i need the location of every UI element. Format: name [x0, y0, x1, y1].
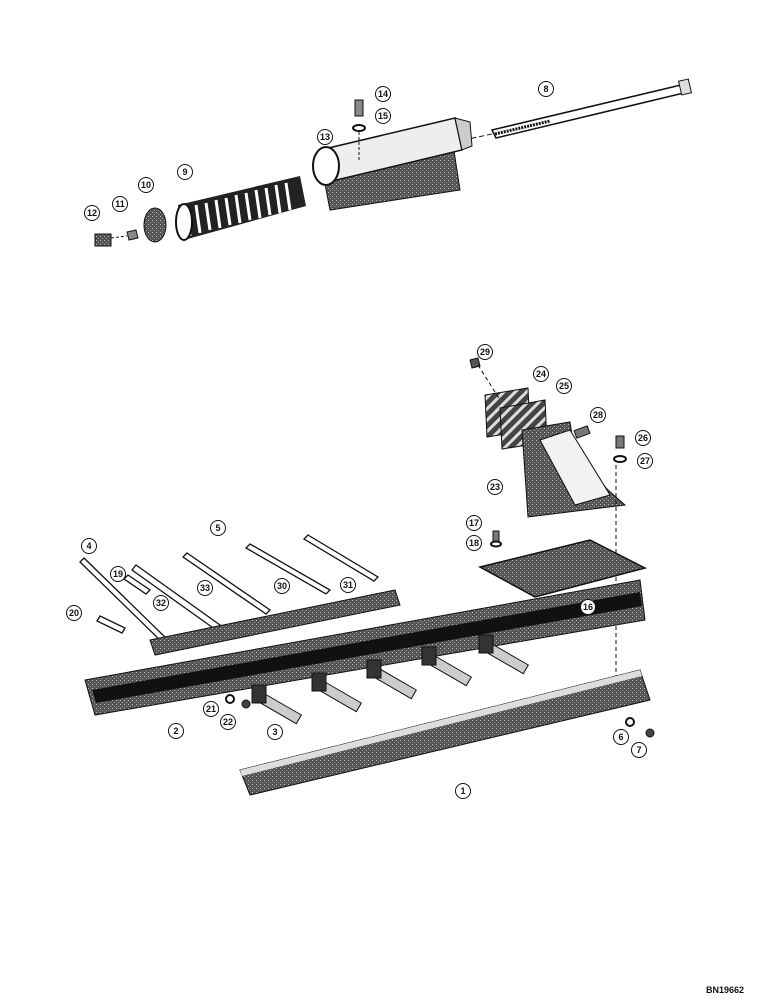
callout-33: 33: [197, 580, 213, 596]
recoil-spring: [175, 176, 306, 241]
callout-11: 11: [112, 196, 128, 212]
spacer-tubes: [251, 634, 529, 725]
callout-1: 1: [455, 783, 471, 799]
callout-15: 15: [375, 108, 391, 124]
callout-24: 24: [533, 366, 549, 382]
callout-31: 31: [340, 577, 356, 593]
callout-12: 12: [84, 205, 100, 221]
callout-13: 13: [317, 129, 333, 145]
callout-6: 6: [613, 729, 629, 745]
callout-14: 14: [375, 86, 391, 102]
mounting-plate: [477, 530, 648, 598]
callout-32: 32: [153, 595, 169, 611]
callout-8: 8: [538, 81, 554, 97]
callout-21: 21: [203, 701, 219, 717]
callout-23: 23: [487, 479, 503, 495]
callout-16: 16: [580, 599, 596, 615]
recoil-tube: [312, 117, 473, 211]
callout-5: 5: [210, 520, 226, 536]
callout-28: 28: [590, 407, 606, 423]
callout-25: 25: [556, 378, 572, 394]
callout-30: 30: [274, 578, 290, 594]
long-bolts: [79, 534, 380, 645]
callout-2: 2: [168, 723, 184, 739]
guide-bracket: [469, 357, 627, 690]
callout-7: 7: [631, 742, 647, 758]
callout-26: 26: [635, 430, 651, 446]
callout-3: 3: [267, 724, 283, 740]
adjusting-rod: [439, 78, 693, 146]
callout-20: 20: [66, 605, 82, 621]
callout-9: 9: [177, 164, 193, 180]
spring-seat-nuts: [94, 207, 167, 247]
frame-rail-outer: [225, 669, 655, 796]
callout-27: 27: [637, 453, 653, 469]
frame-rail-inner: [84, 579, 646, 716]
drawing-code: BN19662: [706, 985, 745, 995]
callout-4: 4: [81, 538, 97, 554]
callout-19: 19: [110, 566, 126, 582]
callout-18: 18: [466, 535, 482, 551]
callout-22: 22: [220, 714, 236, 730]
callout-17: 17: [466, 515, 482, 531]
cap-screw-washer: [352, 99, 366, 160]
callout-10: 10: [138, 177, 154, 193]
callout-29: 29: [477, 344, 493, 360]
